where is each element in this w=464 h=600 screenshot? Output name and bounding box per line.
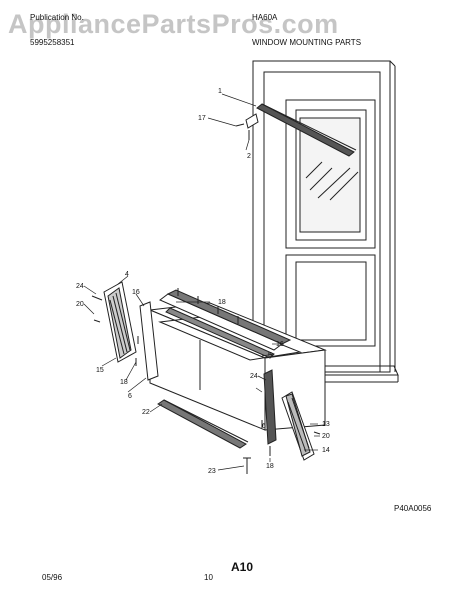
callout-22: 22	[142, 409, 150, 416]
callout-18-right: 18	[266, 463, 274, 470]
footer-page-number: 10	[204, 573, 213, 582]
callout-24-left: 24	[76, 283, 84, 290]
watermark-text: AppliancePartsPros.com	[8, 9, 339, 39]
callout-6-right: 6	[262, 423, 266, 430]
model-number: HA60A	[252, 13, 278, 22]
mounting-screw	[243, 457, 251, 474]
callout-16-left: 16	[132, 289, 140, 296]
rail-bracket	[235, 113, 259, 140]
top-mounting-rail	[256, 103, 357, 157]
callout-18-top: 18	[218, 299, 226, 306]
callout-18-left: 18	[120, 379, 128, 386]
bottom-sill-strip	[157, 399, 249, 449]
callout-15: 15	[96, 367, 104, 374]
callout-4: 4	[125, 271, 129, 278]
callout-14: 14	[322, 447, 330, 454]
callout-13: 13	[322, 421, 330, 428]
publication-label: Publication No.	[30, 13, 84, 22]
callout-17: 17	[198, 115, 206, 122]
left-side-curtain	[91, 281, 137, 363]
window-frame	[239, 60, 399, 383]
callout-leaders	[83, 93, 320, 471]
callout-6-left: 6	[128, 393, 132, 400]
page-label: A10	[231, 560, 254, 574]
drawing-code: P40A0056	[394, 504, 432, 513]
top-sash-rails	[159, 288, 292, 359]
callout-1: 1	[218, 88, 222, 95]
callout-16-right: 16	[276, 341, 284, 348]
right-channel	[261, 369, 277, 456]
publication-number: 5995258351	[30, 38, 75, 47]
callout-5: 5	[268, 352, 272, 359]
footer-date: 05/96	[42, 573, 63, 582]
callout-24-right: 24	[250, 373, 258, 380]
callout-20-right: 20	[322, 433, 330, 440]
callout-2: 2	[247, 153, 251, 160]
right-side-curtain	[281, 391, 321, 461]
section-title: WINDOW MOUNTING PARTS	[252, 38, 362, 47]
callout-23: 23	[208, 468, 216, 475]
callout-20-left: 20	[76, 301, 84, 308]
